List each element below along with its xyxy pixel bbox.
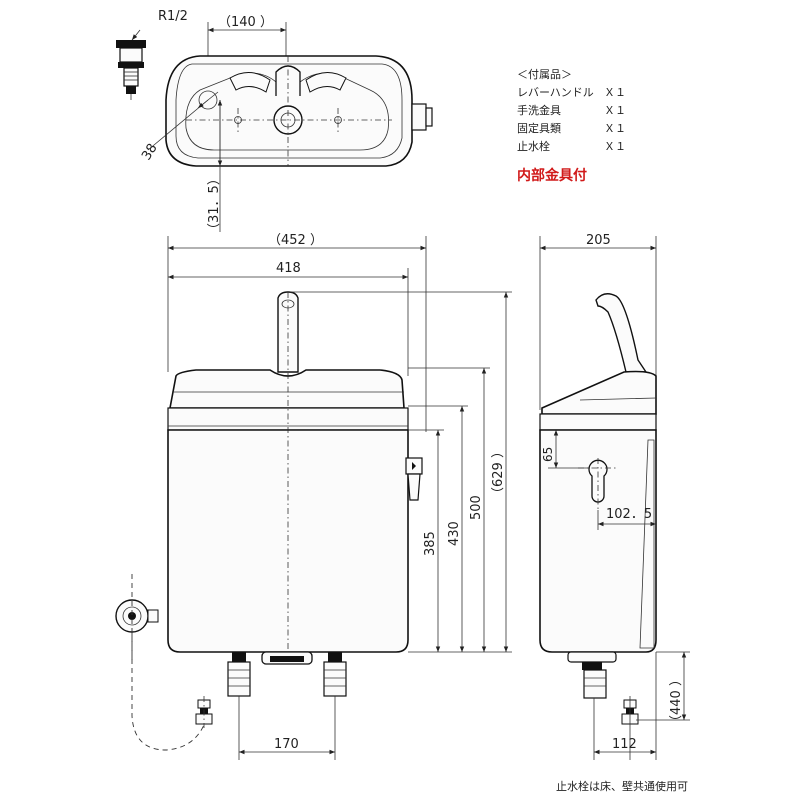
accessory-qty: Ｘ１ bbox=[604, 122, 626, 135]
dim-102-5: 102．5 bbox=[606, 507, 652, 522]
dim-418: 418 bbox=[276, 261, 301, 276]
dim-140: （140 ） bbox=[218, 15, 273, 30]
dim-170: 170 bbox=[274, 737, 299, 752]
front-foot-left bbox=[227, 652, 251, 760]
dim-452: （452 ） bbox=[268, 233, 323, 248]
lever-button-top bbox=[411, 103, 427, 131]
thread-label: R1/2 bbox=[158, 9, 188, 24]
spout-front bbox=[277, 291, 299, 373]
wall-stop-valve bbox=[115, 574, 207, 751]
dim-65: 65 bbox=[541, 447, 555, 462]
dim-31-5: （31．5） bbox=[207, 172, 222, 236]
accessory-qty: Ｘ１ bbox=[604, 140, 626, 153]
accessory-qty: Ｘ１ bbox=[604, 86, 626, 99]
accessory-name: レバーハンドル bbox=[517, 86, 594, 99]
top-view: R1/2 （140 ） 38 （31． bbox=[116, 9, 433, 236]
tank-lid-side bbox=[541, 370, 657, 415]
accessories-list: ＜付属品＞ レバーハンドル Ｘ１ 手洗金具 Ｘ１ 固定具類 Ｘ１ 止水栓 Ｘ１ … bbox=[517, 68, 626, 184]
dim-440: （440 ） bbox=[669, 673, 684, 728]
dim-500: 500 bbox=[469, 495, 484, 520]
floor-stop-valve bbox=[195, 696, 213, 728]
dim-629: （629 ） bbox=[491, 445, 506, 500]
accessory-name: 止水栓 bbox=[517, 139, 550, 153]
r12-fitting bbox=[116, 29, 146, 100]
dim-112: 112 bbox=[612, 737, 637, 752]
tank-body-side bbox=[539, 429, 657, 653]
dim-430: 430 bbox=[447, 521, 462, 546]
front-foot-right bbox=[323, 652, 347, 760]
dim-385: 385 bbox=[423, 531, 438, 556]
dim-38: 38 bbox=[139, 141, 160, 163]
accessory-qty: Ｘ１ bbox=[604, 104, 626, 117]
side-view: 205 65 102．5 bbox=[539, 233, 690, 760]
accessories-heading: ＜付属品＞ bbox=[517, 68, 572, 81]
tank-lid-front bbox=[169, 369, 405, 409]
spout-side bbox=[595, 293, 648, 373]
internal-parts-note: 内部金具付 bbox=[517, 167, 587, 184]
accessory-name: 手洗金具 bbox=[517, 103, 561, 117]
footer-note: 止水栓は床、壁共通使用可 bbox=[556, 779, 688, 793]
accessory-name: 固定具類 bbox=[517, 121, 561, 135]
dim-205: 205 bbox=[586, 233, 611, 248]
front-view: （452 ） 418 bbox=[115, 233, 512, 760]
